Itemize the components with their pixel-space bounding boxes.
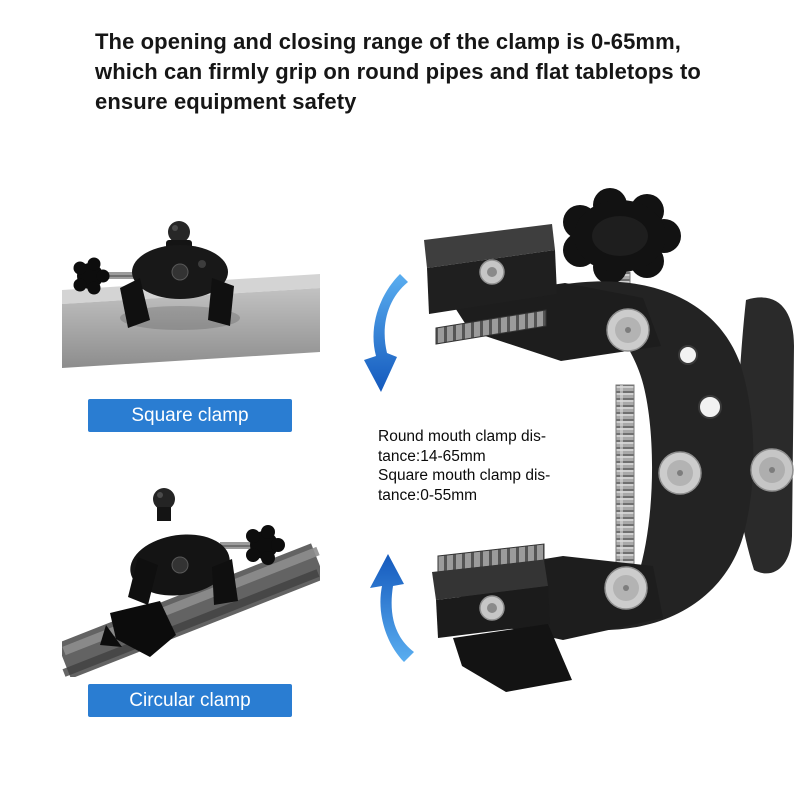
square-clamp	[73, 221, 234, 328]
square-clamp-label-text: Square clamp	[131, 404, 249, 426]
top-jaw	[424, 224, 661, 361]
clamp-distance-annotation: Round mouth clamp dis- tance:14-65mm Squ…	[378, 427, 603, 505]
curved-arrow-up-icon	[370, 554, 414, 662]
ball-head-icon	[168, 221, 190, 243]
square-clamp-illustration	[62, 221, 320, 368]
heading-line-1: The opening and closing range of the cla…	[95, 29, 681, 54]
through-hole-large	[698, 395, 722, 419]
annotation-line-4: tance:0-55mm	[378, 486, 478, 504]
right-jaw	[212, 559, 238, 605]
circular-clamp	[100, 488, 285, 657]
side-knob-icon	[246, 525, 285, 565]
pivot-bolt-top	[606, 308, 650, 352]
square-clamp-label: Square clamp	[88, 399, 292, 432]
rear-arm	[736, 297, 794, 574]
pivot-bolt-rear	[750, 448, 794, 492]
release-lever	[110, 601, 176, 657]
left-jaw	[120, 278, 150, 328]
circular-clamp-label: Circular clamp	[88, 684, 292, 717]
main-clamp-illustration	[424, 188, 794, 692]
ball-head-icon	[153, 488, 175, 510]
right-jaw	[208, 278, 234, 326]
annotation-line-3: Square mouth clamp dis-	[378, 467, 551, 484]
annotation-line-2: tance:14-65mm	[378, 447, 486, 465]
heading-line-3: ensure equipment safety	[95, 89, 357, 114]
square-clamp-photo	[62, 168, 320, 396]
side-knob-icon	[73, 257, 110, 295]
heading-text: The opening and closing range of the cla…	[95, 27, 701, 117]
through-hole-small	[678, 345, 698, 365]
curved-arrow-down-icon	[364, 274, 408, 392]
bottom-jaw	[432, 543, 663, 692]
annotation-line-1: Round mouth clamp dis-	[378, 428, 546, 445]
top-serrated-pad	[435, 309, 547, 345]
heading-line-2: which can firmly grip on round pipes and…	[95, 59, 701, 84]
pivot-bolt-middle	[658, 451, 702, 495]
circular-clamp-photo	[62, 455, 320, 677]
star-knob-icon	[563, 188, 681, 316]
circular-clamp-label-text: Circular clamp	[129, 689, 251, 711]
adjustment-screw	[615, 384, 635, 576]
pivot-bolt-bottom	[604, 566, 648, 610]
circular-clamp-illustration	[62, 488, 320, 677]
left-jaw	[128, 557, 158, 605]
